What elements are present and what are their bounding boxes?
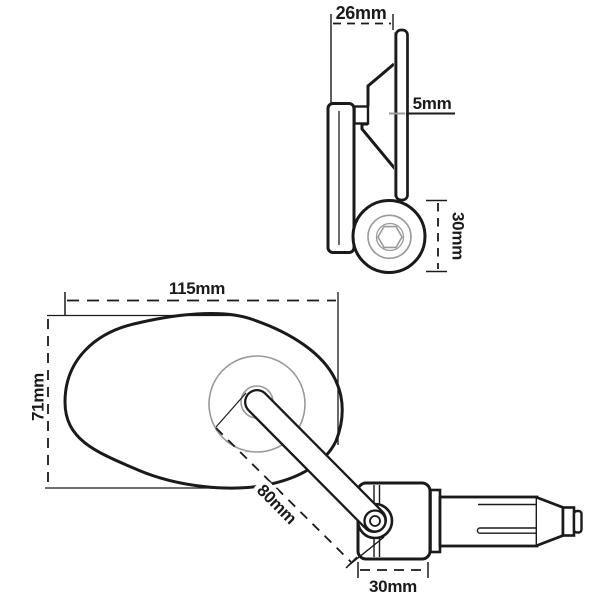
front-view: 115mm 71mm 80mm 30mm bbox=[28, 279, 583, 596]
dimension-115mm: 115mm bbox=[64, 279, 339, 445]
side-view: 26mm 5mm 30mm bbox=[326, 3, 468, 274]
dim-30p-label: 30mm bbox=[449, 212, 468, 260]
dimension-71mm: 71mm bbox=[28, 314, 246, 489]
side-mirror-glass bbox=[394, 28, 409, 202]
side-pivot-washer bbox=[367, 214, 412, 260]
side-housing-upper-edge bbox=[366, 62, 395, 106]
dimension-26mm: 26mm bbox=[330, 3, 394, 103]
stem-fill bbox=[246, 391, 385, 531]
expander-taper bbox=[536, 496, 565, 547]
side-mount-arm bbox=[326, 102, 356, 254]
dimension-30mm-pivot: 30mm bbox=[426, 199, 468, 273]
expander-bolt-tip bbox=[572, 509, 583, 534]
dim-80-tick bbox=[345, 556, 358, 569]
hex-socket-icon bbox=[377, 225, 403, 249]
dim-5-label: 5mm bbox=[413, 94, 452, 113]
front-pivot-boss bbox=[208, 355, 306, 453]
dimension-5mm: 5mm bbox=[389, 94, 455, 115]
dim-80-line bbox=[215, 427, 352, 563]
side-housing-lower-edge bbox=[360, 122, 398, 171]
dimension-30mm-clamp: 30mm bbox=[357, 562, 429, 596]
stem-pivot-bolt bbox=[363, 509, 387, 533]
dim-80-ext-end bbox=[347, 536, 385, 567]
mirror-head-outline bbox=[63, 312, 344, 490]
stem-pivot-bolt-hole bbox=[369, 515, 381, 527]
expander-neck bbox=[561, 506, 576, 537]
clamp-collar bbox=[429, 488, 442, 554]
dim-71-label: 71mm bbox=[28, 373, 47, 421]
side-bolt-head bbox=[375, 222, 405, 252]
expander-slit-bottom bbox=[476, 527, 536, 534]
dim-115-label: 115mm bbox=[169, 279, 225, 298]
side-housing-boss bbox=[353, 105, 370, 125]
dim-30c-label: 30mm bbox=[369, 577, 417, 596]
dim-80-ext-start bbox=[215, 392, 247, 428]
bar-end-clamp bbox=[356, 481, 583, 561]
mirror-stem bbox=[244, 389, 394, 559]
dim-26-label: 26mm bbox=[336, 3, 387, 23]
